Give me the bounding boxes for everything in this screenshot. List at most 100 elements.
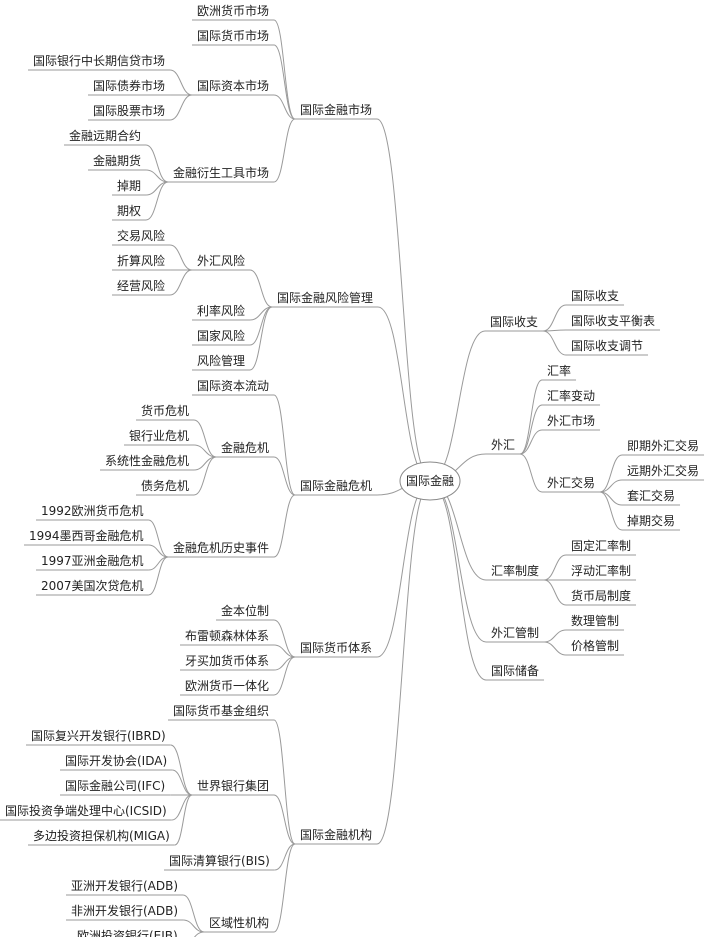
connector-exchg	[519, 404, 543, 455]
topic-miga[interactable]: 多边投资担保机构(MIGA)	[33, 828, 170, 843]
topic-eur-currency[interactable]: 欧洲货币市场	[197, 3, 269, 18]
topic-price[interactable]: 价格管制	[571, 638, 619, 653]
topic-fxtrade[interactable]: 外汇交易	[547, 475, 595, 490]
connector-riskmgmt	[249, 306, 273, 371]
root-node[interactable]: 国际金融	[399, 461, 461, 501]
topic-regime[interactable]: 汇率制度	[491, 563, 539, 578]
topic-fxrisk[interactable]: 外汇风险	[197, 253, 245, 268]
topic-fcrisis[interactable]: 金融危机	[221, 440, 269, 455]
topic-risk[interactable]: 国际金融风险管理	[277, 290, 373, 305]
topic-qty[interactable]: 数理管制	[571, 613, 619, 628]
topic-cboard[interactable]: 货币局制度	[571, 588, 631, 603]
topic-ibrd[interactable]: 国际复兴开发银行(IBRD)	[31, 728, 166, 743]
topic-inst[interactable]: 国际金融机构	[300, 827, 372, 842]
connector-flow	[273, 394, 296, 496]
topic-1994[interactable]: 1994墨西哥金融危机	[29, 528, 144, 543]
connector-deriv	[273, 118, 296, 183]
topic-country[interactable]: 国家风险	[197, 328, 245, 343]
topic-bop2[interactable]: 国际收支平衡表	[571, 314, 655, 328]
connector-gold	[273, 619, 296, 658]
topic-reserve[interactable]: 国际储备	[491, 663, 539, 678]
topic-loan[interactable]: 国际银行中长期信贷市场	[33, 53, 165, 68]
topic-fx[interactable]: 外汇	[491, 438, 515, 452]
topic-swap[interactable]: 掉期	[117, 179, 141, 193]
topic-adb[interactable]: 亚洲开发银行(ADB)	[71, 878, 178, 893]
topic-eib[interactable]: 欧洲投资银行(EIB)	[77, 928, 178, 937]
connector-ida	[172, 769, 193, 796]
connector-qty	[543, 629, 567, 643]
topic-intl-currency[interactable]: 国际货币市场	[197, 28, 269, 43]
topic-curcrisis[interactable]: 货币危机	[141, 403, 189, 418]
connector-icsid	[171, 794, 193, 821]
connector-loan	[169, 69, 193, 96]
topic-system[interactable]: 国际货币体系	[300, 640, 372, 655]
topic-float[interactable]: 浮动汇率制	[571, 563, 631, 578]
topic-debt[interactable]: 债务危机	[141, 478, 189, 493]
topic-imf[interactable]: 国际货币基金组织	[173, 703, 269, 718]
topic-bank[interactable]: 银行业危机	[129, 429, 189, 443]
connector-wbg	[273, 794, 296, 845]
topic-bop3[interactable]: 国际收支调节	[571, 339, 643, 353]
topic-fixed[interactable]: 固定汇率制	[571, 538, 631, 553]
connector-imf	[273, 719, 296, 845]
topic-ifc[interactable]: 国际金融公司(IFC)	[65, 778, 165, 793]
topic-sys[interactable]: 系统性金融危机	[105, 453, 189, 468]
topic-bop[interactable]: 国际收支	[490, 315, 538, 329]
topic-deriv[interactable]: 金融衍生工具市场	[173, 165, 269, 180]
topic-bw[interactable]: 布雷顿森林体系	[185, 628, 269, 643]
topic-option[interactable]: 期权	[117, 204, 141, 218]
topic-trans[interactable]: 交易风险	[117, 228, 165, 243]
topic-exchg[interactable]: 汇率变动	[547, 388, 595, 403]
topic-ida[interactable]: 国际开发协会(IDA)	[65, 753, 167, 768]
topic-riskmgmt[interactable]: 风险管理	[197, 353, 245, 368]
topic-rate[interactable]: 利率风险	[197, 303, 245, 318]
topic-1992[interactable]: 1992欧洲货币危机	[41, 503, 144, 518]
topic-1997[interactable]: 1997亚洲金融危机	[41, 553, 144, 568]
topic-spot[interactable]: 即期外汇交易	[627, 438, 699, 453]
connector-bop	[431, 330, 486, 479]
topic-fwd[interactable]: 远期外汇交易	[627, 463, 699, 478]
topic-conv[interactable]: 折算风险	[117, 253, 165, 268]
topic-stock[interactable]: 国际股票市场	[93, 103, 165, 118]
topic-gold[interactable]: 金本位制	[221, 603, 269, 618]
connector-inst	[376, 487, 429, 845]
topic-hist[interactable]: 金融危机历史事件	[173, 540, 269, 555]
connector-fxmkt	[519, 429, 543, 455]
topic-oper[interactable]: 经营风险	[117, 278, 165, 293]
connector-bop1	[542, 304, 567, 332]
topic-euro[interactable]: 欧洲货币一体化	[185, 678, 269, 693]
topic-futures[interactable]: 金融期货	[93, 153, 141, 168]
topic-jam[interactable]: 牙买加货币体系	[185, 653, 269, 668]
topic-flow[interactable]: 国际资本流动	[197, 379, 269, 393]
connector-oper	[169, 269, 193, 296]
connector-bop3	[542, 330, 567, 356]
connector-fwd	[599, 479, 623, 493]
connector-forward	[145, 144, 169, 183]
connector-euro	[273, 656, 296, 696]
topic-forward[interactable]: 金融远期合约	[69, 128, 141, 143]
connector-option	[145, 181, 169, 221]
topic-arb[interactable]: 套汇交易	[627, 488, 675, 503]
topic-icsid[interactable]: 国际投资争端处理中心(ICSID)	[5, 803, 167, 818]
topic-2007[interactable]: 2007美国次贷危机	[41, 579, 144, 593]
connector-fxrisk	[249, 269, 273, 308]
connector-intl-currency	[273, 44, 296, 120]
topic-crisis[interactable]: 国际金融危机	[300, 478, 372, 493]
topic-afdb[interactable]: 非洲开发银行(ADB)	[71, 903, 178, 918]
topic-wbg[interactable]: 世界银行集团	[197, 778, 269, 793]
topic-bop1[interactable]: 国际收支	[571, 289, 619, 303]
topic-bond[interactable]: 国际债券市场	[93, 78, 165, 93]
connector-futures	[145, 169, 169, 183]
topic-fxmkt[interactable]: 外汇市场	[547, 413, 595, 428]
connector-bank	[193, 444, 217, 458]
topic-regional[interactable]: 区域性机构	[209, 915, 269, 930]
connector-bw	[273, 644, 296, 658]
connector-market	[376, 118, 429, 475]
topic-exrate[interactable]: 汇率	[547, 363, 571, 378]
topic-fxswap[interactable]: 掉期交易	[627, 513, 675, 528]
topic-bis[interactable]: 国际清算银行(BIS)	[169, 853, 270, 868]
topic-market[interactable]: 国际金融市场	[300, 102, 372, 117]
topic-control[interactable]: 外汇管制	[491, 625, 539, 640]
connector-adb	[182, 894, 205, 933]
topic-capital[interactable]: 国际资本市场	[197, 78, 269, 93]
